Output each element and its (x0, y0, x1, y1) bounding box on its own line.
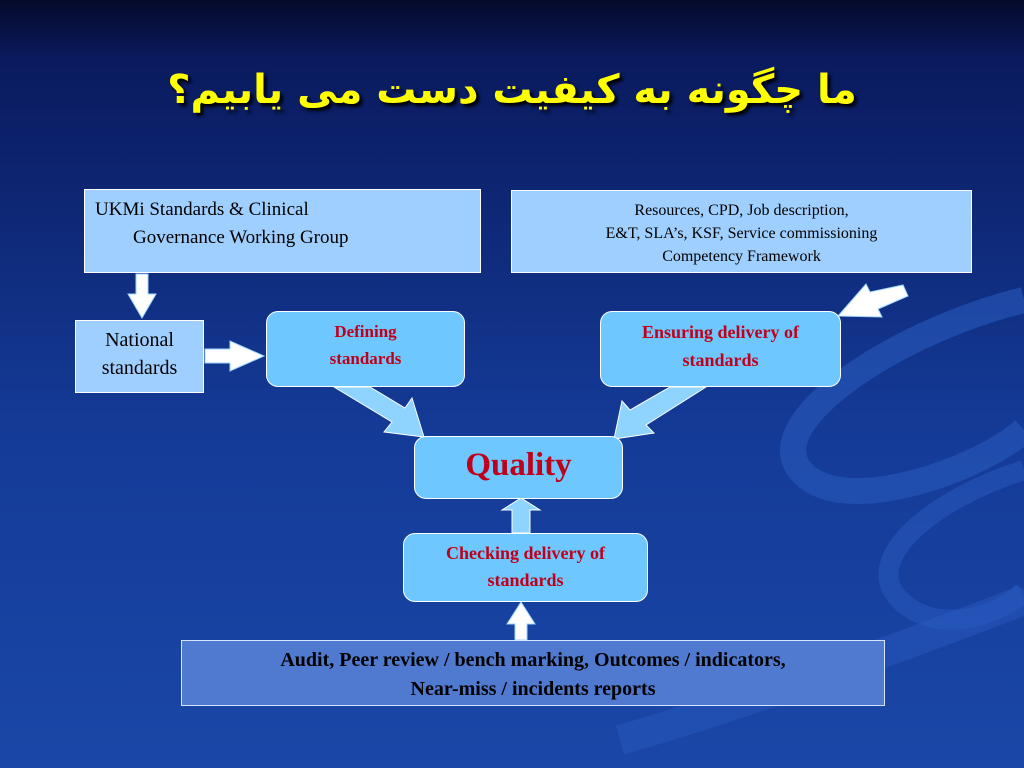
resources-box: Resources, CPD, Job description, E&T, SL… (511, 190, 972, 273)
arrow-ukmi-to-national (127, 273, 157, 319)
slide-title: ما چگونه به کیفیت دست می یابیم؟ (167, 67, 857, 113)
national-line-1: National (105, 329, 174, 351)
defining-line-1: Defining (334, 322, 397, 341)
checking-delivery-box: Checking delivery of standards (403, 533, 648, 602)
defining-standards-box: Defining standards (266, 311, 465, 387)
resources-line-2: E&T, SLA’s, KSF, Service commissioning (605, 225, 878, 242)
ensuring-line-1: Ensuring delivery of (641, 322, 799, 342)
arrow-ensuring-to-quality (613, 386, 708, 440)
ensuring-line-2: standards (682, 350, 759, 370)
ukmi-standards-box: UKMi Standards & Clinical Governance Wor… (84, 189, 481, 273)
ensuring-delivery-box: Ensuring delivery of standards (600, 311, 841, 387)
ukmi-line-2: Governance Working Group (133, 227, 349, 248)
defining-line-2: standards (329, 349, 402, 368)
arrow-audit-to-checking (506, 601, 536, 641)
quality-label: Quality (465, 447, 572, 483)
audit-line-2: Near-miss / incidents reports (410, 678, 656, 700)
audit-box: Audit, Peer review / bench marking, Outc… (181, 640, 885, 706)
checking-line-1: Checking delivery of (446, 543, 605, 563)
arrow-defining-to-quality (332, 386, 425, 438)
arrow-checking-to-quality (500, 497, 542, 534)
national-standards-box: National standards (75, 320, 204, 393)
arrow-national-to-defining (204, 340, 266, 372)
ukmi-line-1: UKMi Standards & Clinical (95, 199, 309, 220)
resources-line-3: Competency Framework (662, 248, 821, 265)
checking-line-2: standards (487, 570, 564, 590)
audit-line-1: Audit, Peer review / bench marking, Outc… (280, 649, 786, 671)
national-line-2: standards (101, 357, 178, 379)
quality-box: Quality (414, 436, 623, 499)
resources-line-1: Resources, CPD, Job description, (634, 202, 849, 219)
arrow-resources-to-ensuring (836, 283, 909, 318)
